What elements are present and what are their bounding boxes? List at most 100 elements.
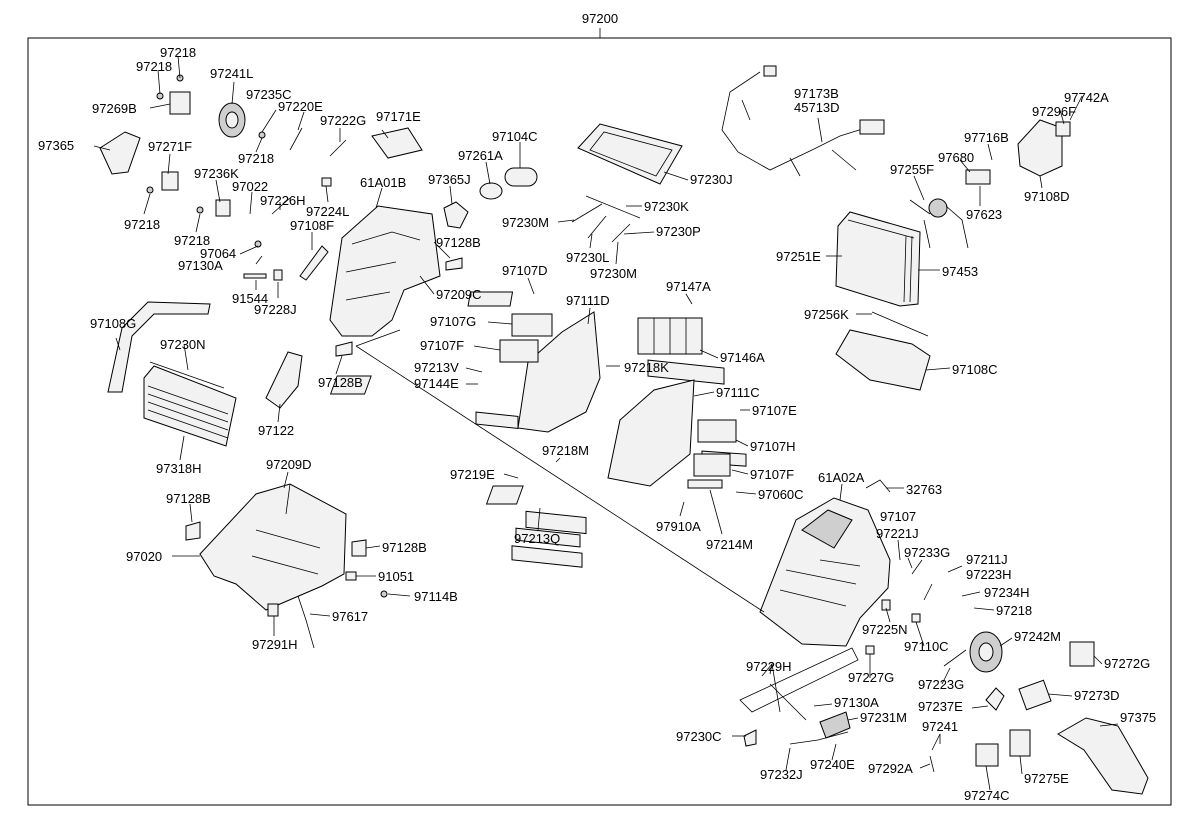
part-label: 97108F: [290, 218, 334, 233]
part-97107G: [511, 313, 553, 337]
part-label: 97230J: [690, 172, 733, 187]
leader: [1093, 655, 1103, 665]
leader: [177, 55, 181, 79]
part-97230K-strip: [585, 195, 641, 219]
part-label: 97230L: [566, 250, 609, 265]
part-label: 97104C: [492, 129, 538, 144]
leader: [699, 349, 719, 359]
leader: [555, 457, 561, 463]
leader: [375, 187, 383, 209]
part-97223G-lever: [943, 649, 967, 667]
part-label: 97222G: [320, 113, 366, 128]
part-label: 97230C: [676, 729, 722, 744]
part-label: 97060C: [758, 487, 804, 502]
part-label: 97107H: [750, 439, 796, 454]
part-label: 97107F: [750, 467, 794, 482]
part-label: 97274C: [964, 788, 1010, 803]
part-97122-bracket: [265, 351, 303, 409]
part-label: 97318H: [156, 461, 202, 476]
part-97104C: [504, 167, 538, 187]
leader: [731, 469, 749, 475]
part-97269B: [169, 91, 191, 115]
leader: [183, 343, 189, 371]
leader: [913, 175, 925, 201]
leader: [485, 161, 491, 185]
part-97230L-strip: [587, 215, 607, 239]
part-label: 97225N: [862, 622, 908, 637]
part-97623: [965, 169, 991, 185]
part-label: 97453: [942, 264, 978, 279]
leader: [831, 743, 837, 761]
leader: [985, 765, 991, 791]
part-97242M-hub: [978, 642, 994, 662]
leader: [157, 69, 161, 95]
part-label: 97228J: [254, 302, 297, 317]
leader: [679, 501, 685, 517]
part-97214M: [687, 479, 723, 489]
leader: [817, 117, 823, 143]
part-label: 97218M: [542, 443, 589, 458]
assembly-line-b: [355, 329, 401, 347]
part-97318H-fins: [147, 385, 229, 439]
part-97275E: [1009, 729, 1031, 757]
part-label: 97251E: [776, 249, 821, 264]
leader: [487, 321, 513, 325]
part-label: 97232J: [760, 767, 803, 782]
part-97213Q: [511, 545, 583, 568]
part-97230N-strip: [149, 361, 225, 389]
part-label: 97107G: [430, 314, 476, 329]
part-label: 97218: [160, 45, 196, 60]
leader: [433, 241, 451, 259]
leader: [1019, 755, 1023, 775]
part-label: 97107E: [752, 403, 797, 418]
assembly-line-c: [739, 647, 859, 713]
leader: [735, 491, 757, 495]
part-label: 97221J: [876, 526, 919, 541]
leader: [381, 129, 389, 139]
part-97237E: [985, 687, 1005, 711]
part-label: 97108D: [1024, 189, 1070, 204]
leader: [309, 613, 331, 617]
part-label: 97226H: [260, 193, 306, 208]
leader: [195, 213, 201, 233]
part-label: 97375: [1120, 710, 1156, 725]
leader: [387, 593, 411, 597]
part-97241L-hub: [225, 111, 239, 129]
leader: [971, 705, 989, 709]
part-label: 97233G: [904, 545, 950, 560]
part-97255F-pipe: [909, 199, 969, 249]
leader: [115, 337, 121, 351]
part-97272G: [1069, 641, 1095, 667]
diagram-frame: [27, 37, 1172, 806]
leader: [179, 435, 185, 461]
leader: [1039, 175, 1043, 189]
part-label: 97214M: [706, 537, 753, 552]
part-97173B-connector-b: [859, 119, 885, 135]
part-97128B-clip-a: [445, 257, 463, 271]
part-32763: [865, 479, 891, 493]
leader: [709, 489, 723, 535]
leader: [449, 185, 453, 205]
leader: [961, 591, 981, 597]
leader: [527, 277, 535, 295]
part-61A02A-case: [759, 497, 891, 647]
part-97128B-clip-c: [185, 521, 201, 541]
leader: [785, 747, 791, 771]
part-97230J: [577, 123, 683, 185]
part-label: 97237E: [918, 699, 963, 714]
part-label: 97114B: [414, 589, 458, 604]
leader: [735, 439, 749, 447]
part-97224L: [321, 177, 332, 187]
part-label: 91051: [378, 569, 414, 584]
part-label: 97107: [880, 509, 916, 524]
leader: [973, 607, 995, 611]
leader: [1059, 109, 1065, 125]
part-label: 97173B: [794, 86, 839, 101]
leader: [813, 703, 833, 707]
leader: [419, 275, 435, 295]
part-97251E-evaporator: [835, 211, 921, 307]
part-97173B-harness: [721, 71, 873, 177]
part-97296F: [1055, 121, 1071, 137]
leader: [769, 663, 773, 675]
